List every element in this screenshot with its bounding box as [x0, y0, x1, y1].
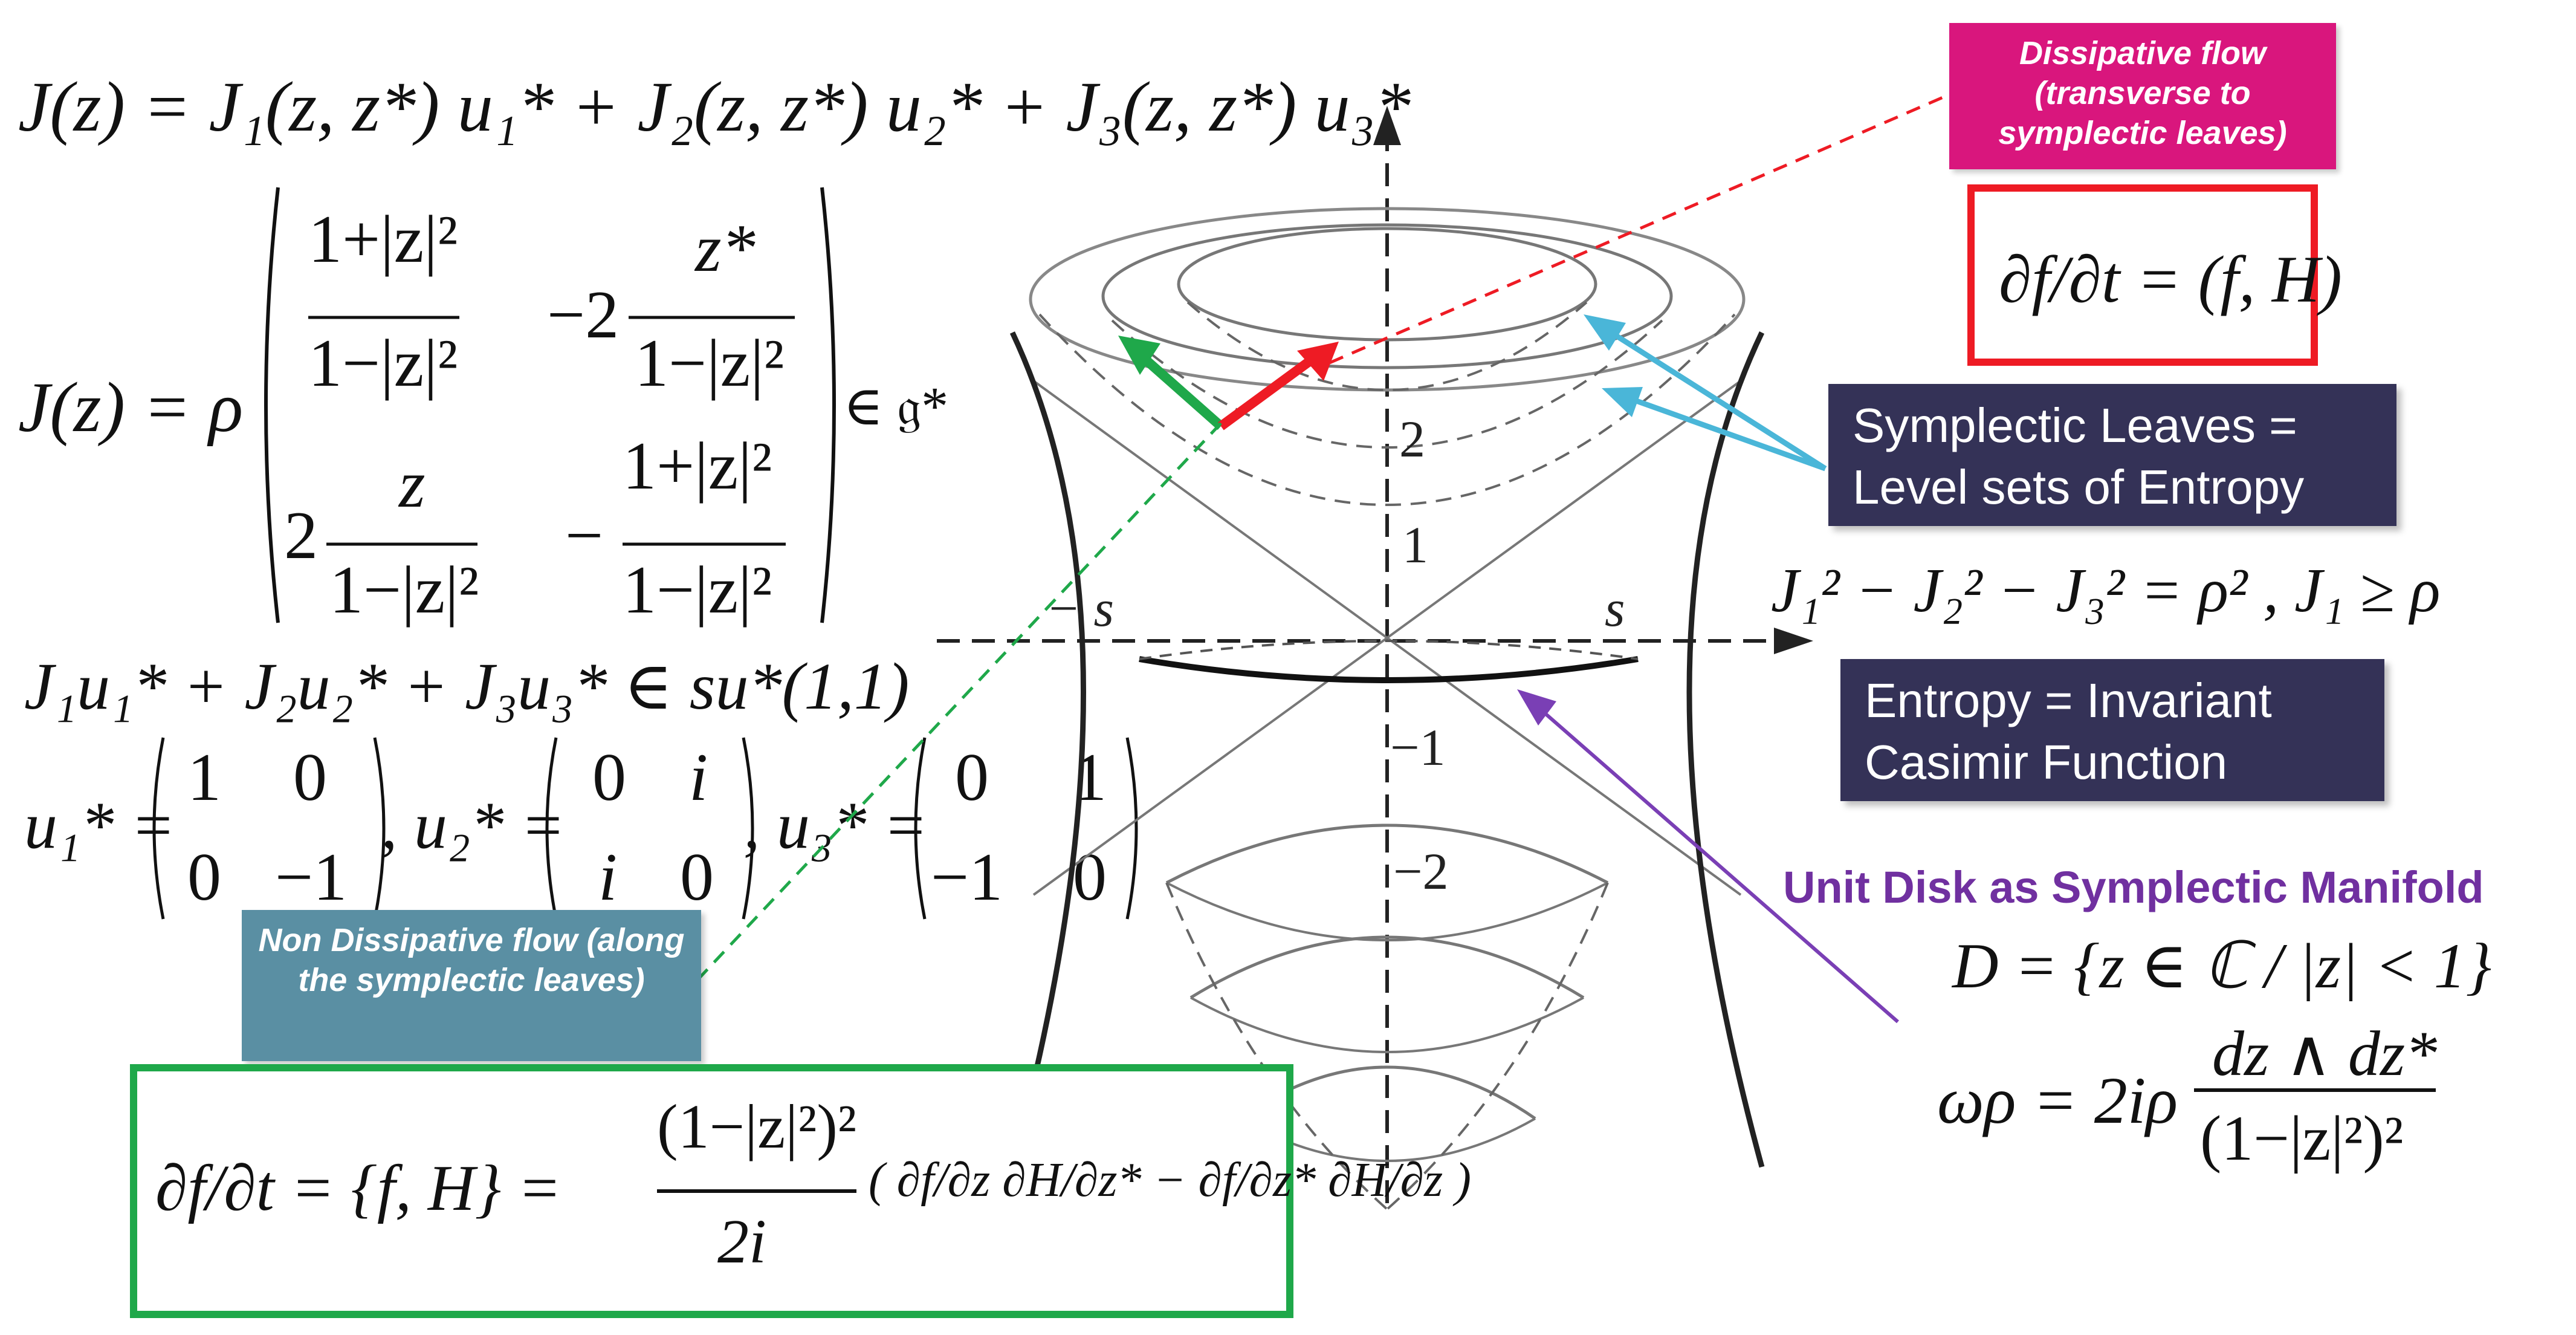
u2-m12: i [689, 740, 708, 815]
tick-label-1: 1 [1402, 516, 1428, 574]
tick-label-minus-2: −2 [1393, 842, 1449, 900]
hyperboloid-diagram: 2 1 −1 −2 − s s [937, 106, 1813, 1210]
poisson-fraction-bar [657, 1189, 856, 1193]
red-normal-arrow [1218, 356, 1315, 430]
disk-equation: D = {z ∈ ℂ / |z| < 1} [1952, 931, 2492, 1001]
waist-ellipse [1139, 656, 1639, 683]
matrix-cell-12-num: z* [695, 211, 756, 286]
u3-label: , u₃* = [743, 788, 928, 862]
poisson-fraction-numerator: (1−|z|²)² [657, 1092, 857, 1161]
u1-m22: −1 [275, 840, 348, 915]
u1-m12: 0 [293, 740, 327, 815]
equation-j-rho-lhs: J(z) = ρ [18, 368, 244, 447]
dissipative-equation-frame: ∂f/∂t = (f, H) [1967, 184, 2342, 366]
red-dashed-connector [1329, 89, 1959, 365]
cyan-arrow-lower [1622, 393, 1827, 472]
u3-m11: 0 [955, 740, 989, 815]
u2-label: , u₂* = [381, 788, 565, 862]
entropy-line2: Casimir Function [1865, 735, 2228, 790]
equation-su-line: J₁u₁* + J₂u₂* + J₃u₃* ∈ su*(1,1) [24, 649, 910, 723]
omega-fraction-bar [2194, 1088, 2436, 1092]
dissipative-flow-label: Dissipative flow (transverse to symplect… [1949, 23, 2336, 169]
purple-arrow [1537, 706, 1899, 1024]
matrix-cell-11-den: 1−|z|² [308, 326, 458, 401]
casimir-equation: J₁² − J₂² − J₃² = ρ² , J₁ ≥ ρ [1771, 556, 2441, 625]
cyan-arrow-upper [1600, 324, 1827, 471]
matrix-cell-21-coef: 2 [284, 498, 318, 573]
matrix-cell-11-num: 1+|z|² [308, 202, 458, 277]
green-dashed-connector [694, 422, 1222, 984]
big-matrix-brackets [264, 187, 836, 623]
matrix-cell-21-den: 1−|z|² [329, 553, 479, 628]
matrix-cell-12-coef: −2 [547, 278, 620, 352]
symplectic-leaves-line2: Level sets of Entropy [1853, 460, 2305, 515]
u1-m11: 1 [187, 740, 221, 815]
tick-label-2: 2 [1399, 410, 1425, 468]
matrix-cell-22-num: 1+|z|² [623, 429, 772, 504]
entropy-line1: Entropy = Invariant [1865, 674, 2272, 727]
tick-label-minus-1: −1 [1390, 718, 1446, 776]
u1-label: u₁* = [24, 788, 175, 862]
dissipative-flow-text: Dissipative flow (transverse to symplect… [1998, 35, 2287, 151]
non-dissipative-flow-text: Non Dissipative flow (along the symplect… [258, 922, 685, 998]
poisson-lhs: ∂f/∂t = {f, H} = [155, 1152, 561, 1224]
equation-member-g-star: ∈ 𝔤* [843, 377, 949, 437]
upper-leaf-outer [1029, 207, 1746, 392]
green-tangent-arrow [1139, 353, 1225, 430]
omega-lhs: ωρ = 2iρ [1937, 1064, 2178, 1137]
u1-m21: 0 [187, 840, 221, 915]
matrix-cell-22-coef: − [565, 498, 604, 573]
unit-disk-heading: Unit Disk as Symplectic Manifold [1783, 862, 2484, 912]
equation-j-sum: J(z) = J₁(z, z*) u₁* + J₂(z, z*) u₂* + J… [18, 67, 1411, 146]
omega-numerator: dz ∧ dz* [2212, 1018, 2438, 1089]
u2-m22: 0 [680, 840, 714, 915]
poisson-parenthesis-term: ( ∂f/∂z ∂H/∂z* − ∂f/∂z* ∂H/∂z ) [869, 1154, 1471, 1207]
upper-leaf-middle [1101, 223, 1673, 369]
upper-leaf-inner [1177, 227, 1597, 342]
poisson-fraction-denominator: 2i [717, 1207, 766, 1276]
omega-denominator: (1−|z|²)² [2200, 1103, 2404, 1174]
matrix-cell-12-den: 1−|z|² [635, 326, 785, 401]
entropy-box: Entropy = Invariant Casimir Function [1840, 659, 2384, 801]
hyperboloid-one-sheet-left [1009, 331, 1086, 1168]
non-dissipative-flow-label: Non Dissipative flow (along the symplect… [242, 910, 701, 1061]
axis-label-s: s [1605, 579, 1625, 637]
matrix-cell-21-num: z [399, 447, 426, 522]
axis-label-minus-s: − s [1046, 579, 1114, 637]
hyperboloid-one-sheet-right [1686, 331, 1765, 1168]
dissipative-equation: ∂f/∂t = (f, H) [1999, 242, 2342, 316]
symplectic-leaves-box: Symplectic Leaves = Level sets of Entrop… [1828, 384, 2396, 526]
u2-m21: i [598, 840, 618, 915]
symplectic-leaves-line1: Symplectic Leaves = [1853, 398, 2297, 452]
u-matrices-brackets [152, 737, 1138, 920]
matrix-cell-22-den: 1−|z|² [623, 553, 772, 628]
u2-m11: 0 [592, 740, 626, 815]
u3-m21: −1 [931, 840, 1003, 915]
poisson-equation-frame: ∂f/∂t = {f, H} = (1−|z|²)² 2i ( ∂f/∂z ∂H… [130, 1064, 1471, 1318]
